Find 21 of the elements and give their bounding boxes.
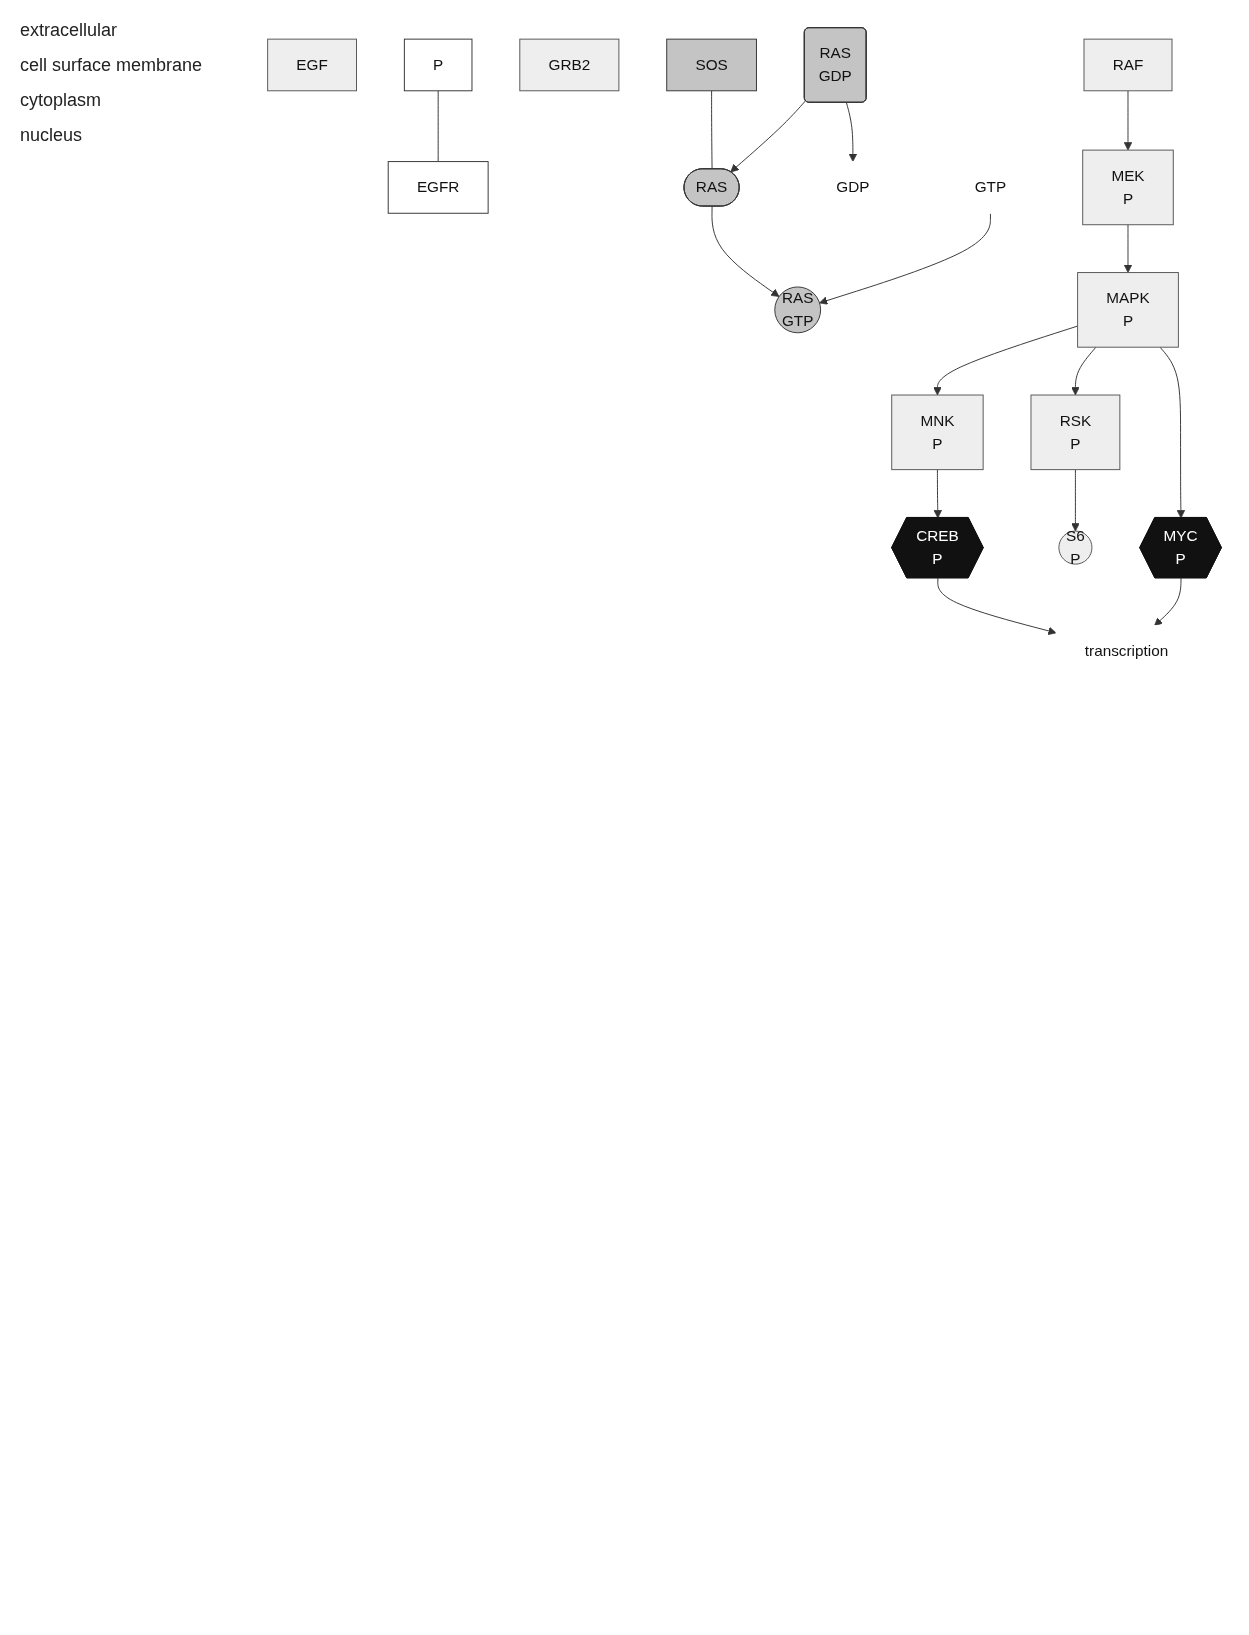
- node-box: MAPK P: [1077, 272, 1179, 348]
- node-box: MNK P: [891, 394, 984, 471]
- connector: [711, 90, 713, 170]
- node-box: EGF: [267, 38, 357, 92]
- node-box: RAF: [1083, 38, 1173, 92]
- region-label: nucleus: [20, 125, 84, 146]
- region-label: extracellular: [20, 20, 119, 41]
- node-circle: RAS GTP: [774, 286, 822, 334]
- node-box: P: [403, 38, 473, 92]
- node-circle: S6 P: [1058, 530, 1093, 565]
- node-box: EGFR: [387, 161, 489, 214]
- node-text: transcription: [1084, 642, 1169, 660]
- node-box: GRB2: [519, 38, 620, 92]
- node-box: RSK P: [1030, 394, 1121, 471]
- node-text: GDP: [836, 178, 870, 196]
- node-box: SOS: [666, 38, 757, 92]
- connector: [437, 90, 439, 163]
- node-text: GTP: [974, 178, 1007, 196]
- node-box: MEK P: [1082, 149, 1174, 226]
- region-label: cell surface membrane: [20, 55, 204, 76]
- region-label: cytoplasm: [20, 90, 103, 111]
